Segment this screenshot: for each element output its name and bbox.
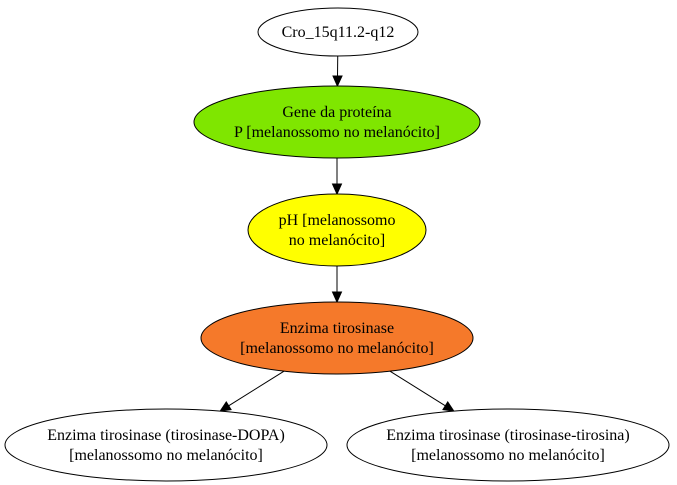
arrowhead-icon — [219, 401, 232, 412]
edge-arrow-ph-melanossomo-no-me-to-enzima-tirosinase-me — [331, 266, 343, 304]
edge-arrow-enzima-tirosinase-me-to-enzima-tirosinase-ti — [389, 370, 455, 412]
node-shape — [4, 408, 328, 482]
edge-line — [228, 370, 285, 407]
node-shape — [247, 193, 427, 267]
node-label-line: [melanossomo no melanócito] — [411, 447, 605, 464]
node-label-line: pH [melanossomo — [279, 212, 396, 229]
node-label-line: Enzima tirosinase (tirosinase-DOPA) — [47, 427, 285, 444]
edges-layer — [219, 55, 455, 412]
node-label-line: Gene da proteína — [282, 104, 391, 121]
node-label-line: Enzima tirosinase — [280, 320, 394, 337]
edge-arrow-gene-da-proteina-p-m-to-ph-melanossomo-no-me — [331, 158, 343, 196]
edge-arrow-enzima-tirosinase-me-to-enzima-tirosinase-ti — [219, 370, 285, 412]
node-shape — [200, 301, 474, 375]
node-enzima-tirosinase-melanossomo-no-melanocito: Enzima tirosinase [melanossomo no melanóc… — [200, 301, 474, 375]
arrowhead-icon — [332, 75, 343, 88]
node-label-line: no melanócito] — [289, 232, 385, 249]
node-label-line: P [melanossomo no melanócito] — [234, 124, 440, 141]
node-gene-da-proteina-p-melanossomo-no-melanocito: Gene da proteína P [melanossomo no melanó… — [193, 85, 481, 159]
node-shape — [257, 7, 419, 57]
edge-arrow-cro-15q11-2-q12-to-gene-da-proteina-p-m — [332, 55, 343, 88]
node-ph-melanossomo-no-melanocito: pH [melanossomo no melanócito] — [247, 193, 427, 267]
node-cro-15q11-2-q12: Cro_15q11.2-q12 — [257, 7, 419, 57]
arrowhead-icon — [331, 291, 343, 304]
node-label-line: Cro_15q11.2-q12 — [282, 24, 395, 41]
arrowhead-icon — [331, 183, 343, 196]
arrowhead-icon — [442, 401, 455, 412]
node-label-line: Enzima tirosinase (tirosinase-tirosina) — [386, 427, 629, 444]
node-label-line: [melanossomo no melanócito] — [240, 340, 434, 357]
node-enzima-tirosinase-tirosinase-tirosina-melanossom: Enzima tirosinase (tirosinase-tirosina) [… — [346, 408, 670, 482]
node-shape — [193, 85, 481, 159]
node-enzima-tirosinase-tirosinase-dopa-melanossomo-no: Enzima tirosinase (tirosinase-DOPA) [mela… — [4, 408, 328, 482]
node-label-line: [melanossomo no melanócito] — [69, 447, 263, 464]
node-shape — [346, 408, 670, 482]
edge-line — [389, 370, 446, 407]
